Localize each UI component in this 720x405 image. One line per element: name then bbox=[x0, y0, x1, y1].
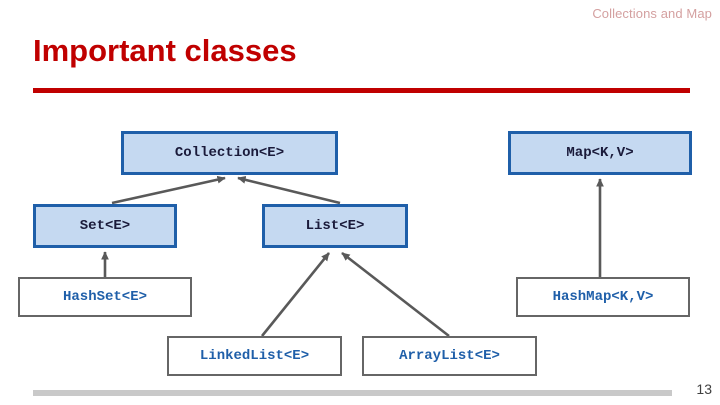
class-node-set[interactable]: Set<E> bbox=[33, 204, 177, 248]
page-number: 13 bbox=[696, 381, 712, 397]
edge-linkedlist-to-list bbox=[260, 252, 331, 337]
class-node-label: List<E> bbox=[305, 218, 365, 234]
section-label: Collections and Map bbox=[592, 6, 712, 21]
class-node-map[interactable]: Map<K,V> bbox=[508, 131, 692, 175]
footer-divider bbox=[33, 390, 672, 396]
class-node-label: ArrayList<E> bbox=[399, 348, 500, 364]
class-node-hashmap[interactable]: HashMap<K,V> bbox=[516, 277, 690, 317]
class-node-collection[interactable]: Collection<E> bbox=[121, 131, 338, 175]
edge-arraylist-to-list bbox=[341, 251, 450, 338]
class-node-linkedlist[interactable]: LinkedList<E> bbox=[167, 336, 342, 376]
class-node-label: Map<K,V> bbox=[566, 145, 634, 161]
class-node-label: Set<E> bbox=[79, 218, 131, 234]
title-divider bbox=[33, 88, 690, 93]
page-title: Important classes bbox=[33, 33, 297, 68]
class-node-label: HashMap<K,V> bbox=[552, 289, 654, 305]
class-node-label: Collection<E> bbox=[174, 145, 285, 161]
class-node-label: LinkedList<E> bbox=[199, 348, 310, 364]
edge-set-to-collection bbox=[111, 175, 226, 205]
class-node-label: HashSet<E> bbox=[62, 289, 147, 305]
class-node-hashset[interactable]: HashSet<E> bbox=[18, 277, 192, 317]
class-node-list[interactable]: List<E> bbox=[262, 204, 408, 248]
edge-list-to-collection bbox=[237, 176, 341, 205]
class-node-arraylist[interactable]: ArrayList<E> bbox=[362, 336, 537, 376]
